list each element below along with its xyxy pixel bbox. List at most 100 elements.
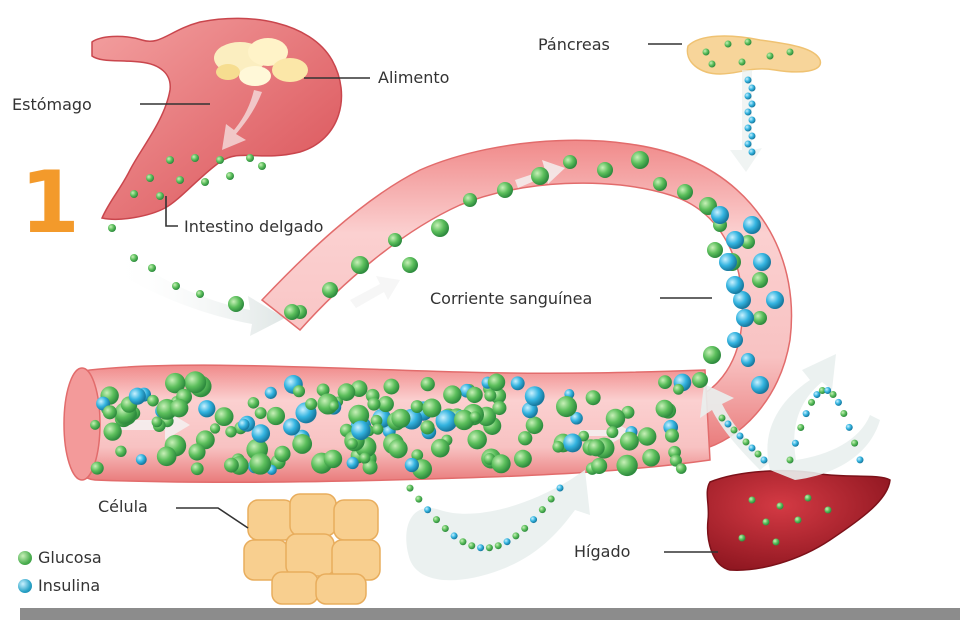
glucose-dot bbox=[470, 411, 481, 422]
legend-glucose: Glucosa bbox=[18, 548, 102, 567]
glucose-dot bbox=[274, 446, 290, 462]
glucose-dot bbox=[146, 174, 154, 182]
insulin-dot bbox=[351, 421, 370, 440]
stomach-organ bbox=[92, 18, 342, 219]
glucose-dot bbox=[620, 432, 639, 451]
insulin-dot bbox=[803, 410, 810, 417]
insulin-dot bbox=[749, 445, 756, 452]
glucose-dot bbox=[709, 61, 716, 68]
glucose-dot bbox=[495, 542, 502, 549]
glucose-dot bbox=[677, 184, 693, 200]
insulin-dot bbox=[563, 434, 582, 453]
label-cell: Célula bbox=[98, 498, 148, 516]
glucose-dot bbox=[201, 178, 209, 186]
glucose-dot bbox=[228, 296, 244, 312]
glucose-dot bbox=[512, 532, 519, 539]
glucose-dot bbox=[91, 462, 104, 475]
glucose-dot bbox=[797, 424, 804, 431]
pancreas-to-blood-arrow bbox=[730, 70, 762, 172]
label-bloodstream: Corriente sanguínea bbox=[430, 290, 592, 308]
label-liver: Hígado bbox=[574, 543, 630, 561]
insulin-dot bbox=[129, 388, 146, 405]
glucose-dot bbox=[188, 444, 205, 461]
bottom-bar bbox=[20, 608, 960, 620]
glucose-dot bbox=[484, 390, 496, 402]
legend-insulin: Insulina bbox=[18, 576, 100, 595]
glucose-dot bbox=[391, 409, 410, 428]
glucose-dot bbox=[147, 395, 159, 407]
glucose-dot bbox=[305, 398, 317, 410]
glucose-dot bbox=[443, 385, 461, 403]
insulin-dot bbox=[525, 386, 545, 406]
insulin-dot bbox=[726, 276, 744, 294]
glucose-dot bbox=[191, 154, 199, 162]
insulin-dot bbox=[761, 457, 768, 464]
glucose-dot bbox=[665, 429, 679, 443]
glucose-dot bbox=[486, 544, 493, 551]
glucose-dot bbox=[191, 462, 204, 475]
glucose-dot bbox=[388, 439, 407, 458]
insulin-dot bbox=[766, 291, 784, 309]
glucose-dot bbox=[284, 304, 300, 320]
glucose-dot bbox=[676, 463, 687, 474]
glucose-dot bbox=[787, 457, 794, 464]
insulin-dot bbox=[749, 149, 756, 156]
insulin-dot bbox=[451, 532, 458, 539]
glucose-dot bbox=[840, 410, 847, 417]
glucose-dot bbox=[707, 242, 723, 258]
glucose-dot bbox=[415, 496, 422, 503]
step-number: 1 bbox=[20, 153, 80, 253]
glucose-dot bbox=[631, 151, 649, 169]
glucose-dot bbox=[411, 400, 424, 413]
glucose-dot bbox=[459, 538, 466, 545]
glucose-dot bbox=[658, 375, 672, 389]
insulin-dot bbox=[751, 376, 769, 394]
glucose-dot bbox=[324, 450, 342, 468]
insulin-dot bbox=[719, 253, 737, 271]
insulin-dot bbox=[749, 101, 756, 108]
glucose-dot bbox=[805, 495, 812, 502]
glucose-dot bbox=[548, 496, 555, 503]
insulin-dot bbox=[198, 400, 215, 417]
glucose-dot bbox=[692, 372, 708, 388]
glucose-dot bbox=[176, 176, 184, 184]
glucose-dot bbox=[420, 420, 434, 434]
insulin-dot bbox=[726, 231, 744, 249]
glucose-dot bbox=[258, 162, 266, 170]
glucose-dot bbox=[488, 374, 505, 391]
glucose-dot bbox=[255, 407, 267, 419]
glucose-dot bbox=[787, 49, 794, 56]
glucose-dot bbox=[383, 379, 399, 395]
glucose-dot bbox=[402, 257, 418, 273]
insulin-dot bbox=[792, 440, 799, 447]
glucose-dot bbox=[703, 49, 710, 56]
insulin-dot bbox=[424, 506, 431, 513]
insulin-dot bbox=[846, 424, 853, 431]
glucose-dot bbox=[514, 450, 532, 468]
glucose-dot bbox=[851, 440, 858, 447]
glucose-dot bbox=[170, 399, 189, 418]
insulin-dot bbox=[511, 376, 525, 390]
insulin-dot bbox=[283, 418, 300, 435]
glucose-dot bbox=[431, 219, 449, 237]
insulin-dot bbox=[725, 421, 732, 428]
glucose-icon bbox=[18, 551, 32, 565]
glucose-dot bbox=[359, 453, 370, 464]
glucose-dot bbox=[586, 390, 601, 405]
glucose-dot bbox=[196, 290, 204, 298]
legend-glucose-label: Glucosa bbox=[38, 548, 102, 567]
glucose-dot bbox=[130, 254, 138, 262]
glucose-dot bbox=[767, 53, 774, 60]
glucose-dot bbox=[808, 399, 815, 406]
glucose-dot bbox=[745, 39, 752, 46]
glucose-dot bbox=[725, 41, 732, 48]
glucose-dot bbox=[431, 439, 450, 458]
glucose-dot bbox=[246, 154, 254, 162]
glucose-dot bbox=[531, 167, 549, 185]
glucose-dot bbox=[492, 454, 511, 473]
insulin-dot bbox=[265, 387, 277, 399]
glucose-dot bbox=[367, 398, 380, 411]
legend-insulin-label: Insulina bbox=[38, 576, 100, 595]
glucose-dot bbox=[703, 346, 721, 364]
